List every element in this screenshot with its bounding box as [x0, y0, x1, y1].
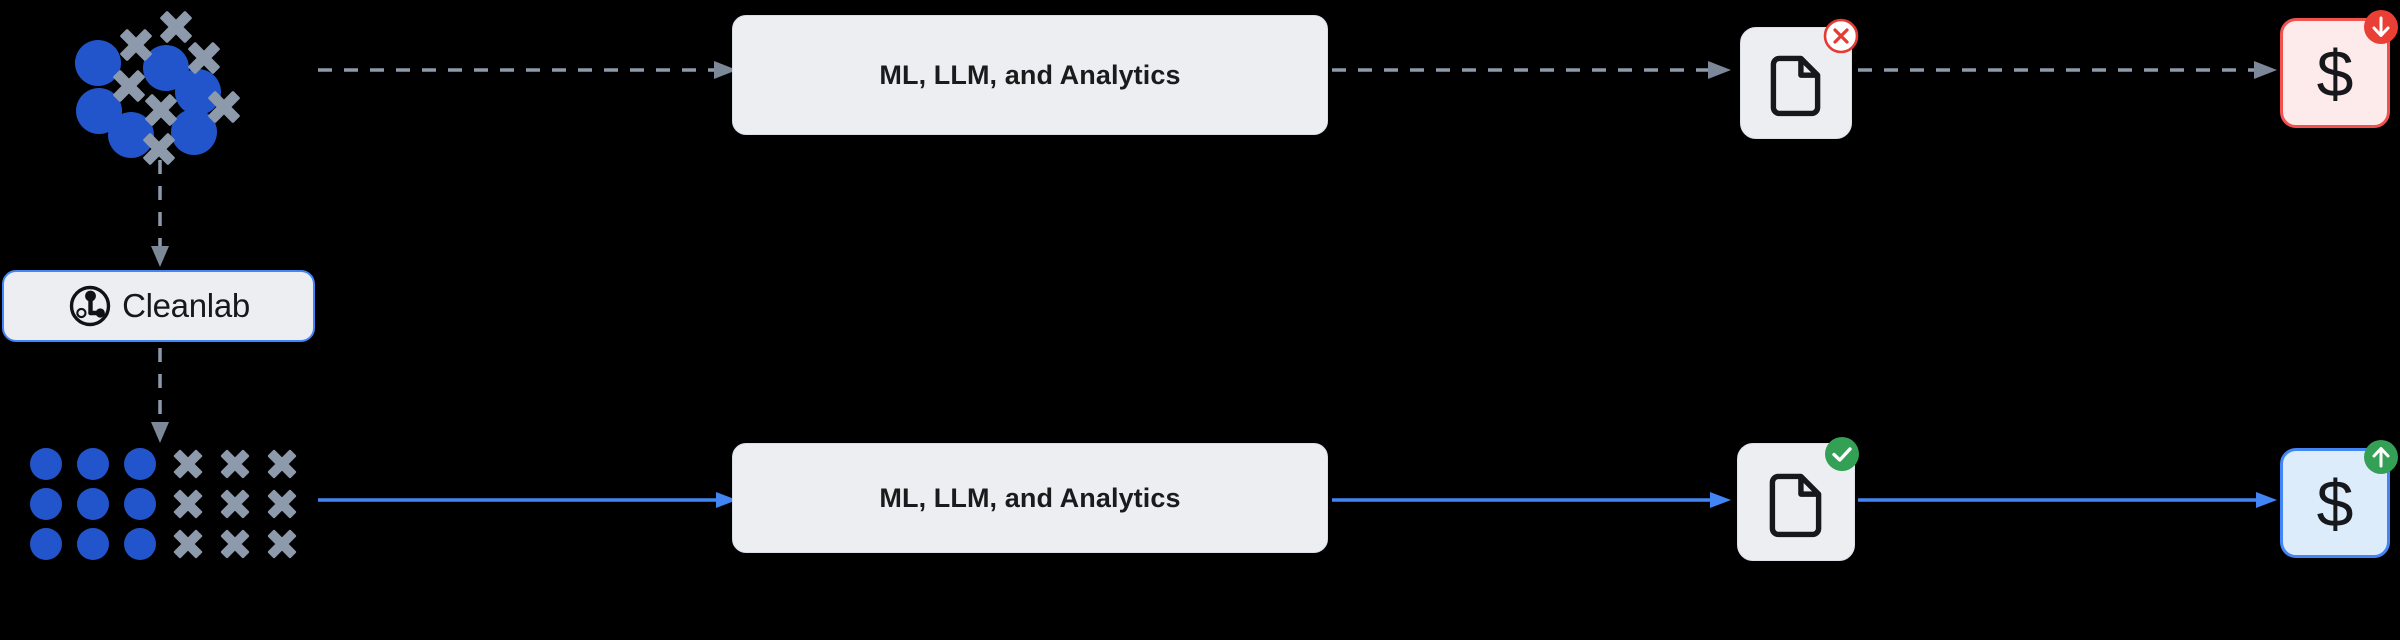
data-point-cross	[110, 67, 148, 105]
data-point-cross	[157, 8, 195, 46]
arrow-down-circle-icon	[2361, 7, 2400, 47]
connector-cleanlab-to-clean-data	[148, 348, 172, 444]
document-node-top[interactable]	[1740, 18, 1859, 139]
data-point-cross	[171, 487, 205, 521]
process-box-top[interactable]: ML, LLM, and Analytics	[732, 15, 1328, 135]
data-point-cross	[218, 447, 252, 481]
connector-document-to-money-bottom	[1858, 488, 2278, 512]
data-point-circle	[30, 448, 62, 480]
connector-clean-to-process	[318, 488, 738, 512]
data-point-cross	[140, 130, 178, 168]
messy-dataset-cluster	[0, 0, 300, 180]
data-point-circle	[124, 448, 156, 480]
arrow-up-circle-icon	[2361, 437, 2400, 477]
money-node-bottom[interactable]: $	[2280, 440, 2398, 558]
svg-text:$: $	[2317, 468, 2354, 542]
document-icon	[1741, 28, 1851, 138]
data-point-cross	[171, 527, 205, 561]
data-point-cross	[171, 447, 205, 481]
svg-text:$: $	[2317, 38, 2354, 112]
dollar-sign-icon: $	[2283, 451, 2387, 555]
process-box-bottom-label: ML, LLM, and Analytics	[879, 482, 1181, 513]
data-point-cross	[142, 91, 180, 129]
data-point-cross	[265, 447, 299, 481]
money-node-top[interactable]: $	[2280, 10, 2398, 128]
data-point-circle	[175, 69, 221, 115]
process-box-top-label: ML, LLM, and Analytics	[879, 59, 1181, 90]
connector-document-to-money-top	[1858, 58, 2278, 82]
cleanlab-logo-icon	[67, 283, 113, 329]
document-icon	[1738, 444, 1854, 560]
connector-process-to-document-bottom	[1332, 488, 1732, 512]
success-circle-check-icon	[1822, 434, 1862, 474]
data-point-circle	[75, 40, 121, 86]
document-node-bottom[interactable]	[1737, 437, 1859, 561]
connector-cluster-to-cleanlab	[148, 160, 172, 268]
data-point-cross	[185, 39, 223, 77]
data-point-circle	[124, 488, 156, 520]
error-circle-x-icon	[1821, 16, 1861, 56]
data-point-circle	[30, 488, 62, 520]
data-point-cross	[265, 487, 299, 521]
data-point-circle	[77, 488, 109, 520]
data-point-circle	[77, 448, 109, 480]
connector-messy-to-process	[318, 58, 738, 82]
data-point-circle	[124, 528, 156, 560]
data-point-cross	[205, 88, 243, 126]
data-point-circle	[77, 528, 109, 560]
data-point-circle	[30, 528, 62, 560]
cleanlab-label: Cleanlab	[122, 287, 250, 324]
clean-dataset-grid	[0, 440, 310, 560]
data-point-cross	[265, 527, 299, 561]
data-point-cross	[218, 527, 252, 561]
data-point-cross	[117, 26, 155, 64]
cleanlab-node[interactable]: Cleanlab	[2, 270, 315, 342]
data-point-cross	[218, 487, 252, 521]
dollar-sign-icon: $	[2283, 21, 2387, 125]
process-box-bottom[interactable]: ML, LLM, and Analytics	[732, 443, 1328, 553]
connector-process-to-document-top	[1332, 58, 1732, 82]
